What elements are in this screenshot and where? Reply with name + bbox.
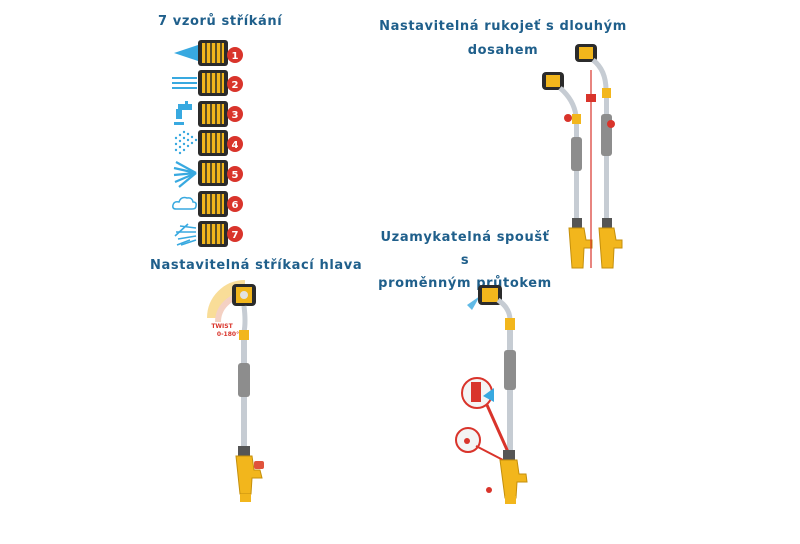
pattern-number: 4	[232, 140, 239, 151]
pattern-row-5: 5	[173, 160, 243, 188]
mist-spray-icon	[174, 130, 198, 155]
extension-indicator	[586, 70, 615, 268]
upper-pipe	[241, 340, 247, 364]
pattern-number: 1	[232, 51, 239, 62]
trigger-caption-line1: Uzamykatelná spoušť s	[380, 230, 550, 268]
pattern-number-badge	[227, 136, 243, 152]
pattern-number: 2	[232, 80, 239, 91]
pattern-number-badge	[227, 76, 243, 92]
pistol-handle-icon	[499, 459, 528, 504]
long-handle-caption: Nastavitelná rukojeť s dlouhým dosahem	[372, 15, 634, 63]
fan-spray-icon	[173, 161, 197, 188]
spray-nozzle-icon	[542, 72, 564, 90]
pattern-row-3: 3	[174, 101, 243, 127]
spray-patterns-caption: 7 vzorů stříkání	[158, 14, 283, 29]
pattern-number: 5	[232, 170, 239, 181]
nozzle-head-icon	[198, 70, 228, 96]
shower-spray-icon	[174, 223, 197, 246]
nozzle-head-icon	[198, 40, 228, 66]
spray-nozzle-icon	[478, 285, 502, 305]
twist-label: TWIST	[211, 323, 233, 330]
pattern-number-badge	[227, 47, 243, 63]
pistol-handle-icon	[598, 227, 623, 269]
pistol-handle-icon	[568, 227, 593, 269]
pattern-row-1: 1	[174, 40, 243, 66]
lock-callout	[455, 427, 504, 461]
long-handle-caption-line1: Nastavitelná rukojeť s dlouhým	[379, 19, 627, 34]
flow-control-callout	[461, 377, 510, 453]
spray-nozzle-icon	[232, 284, 256, 306]
flat-spray-icon	[172, 77, 197, 89]
nozzle-head-icon	[198, 101, 228, 127]
trigger-lock-dot	[486, 487, 492, 493]
faucet-icon	[174, 101, 192, 125]
pattern-number: 3	[232, 110, 239, 121]
long-handle-caption-line2: dosahem	[467, 43, 539, 58]
nozzle-head-icon	[198, 160, 228, 186]
trigger-caption-line2: proměnným průtokem	[378, 276, 552, 291]
nozzle-head-icon	[198, 191, 228, 217]
lower-pipe	[241, 397, 247, 447]
cloud-spray-icon	[172, 196, 197, 210]
pattern-number-badge	[227, 226, 243, 242]
nozzle-head-icon	[198, 130, 228, 156]
trigger-caption: Uzamykatelná spoušť s proměnným průtokem	[374, 226, 556, 295]
pattern-number-badge	[227, 196, 243, 212]
pattern-number: 7	[232, 230, 239, 241]
pattern-number-badge	[227, 166, 243, 182]
jet-spray-icon	[174, 45, 198, 61]
spray-nozzle-icon	[575, 44, 597, 62]
pattern-number: 6	[232, 200, 239, 211]
water-spray-icon	[467, 296, 480, 310]
nozzle-head-icon	[198, 221, 228, 247]
release-button	[564, 114, 572, 122]
pattern-row-6: 6	[172, 191, 243, 217]
collar	[239, 330, 249, 340]
pattern-row-7: 7	[174, 221, 243, 247]
twist-range-label: 0-180°	[217, 331, 239, 338]
pattern-row-2: 2	[172, 70, 243, 96]
pattern-number-badge	[227, 106, 243, 122]
pattern-row-4: 4	[174, 130, 243, 156]
spray-head-caption: Nastavitelná stříkací hlava	[150, 258, 363, 273]
lance-short	[542, 72, 593, 269]
pistol-handle-icon	[235, 446, 264, 502]
foam-grip	[238, 363, 250, 397]
